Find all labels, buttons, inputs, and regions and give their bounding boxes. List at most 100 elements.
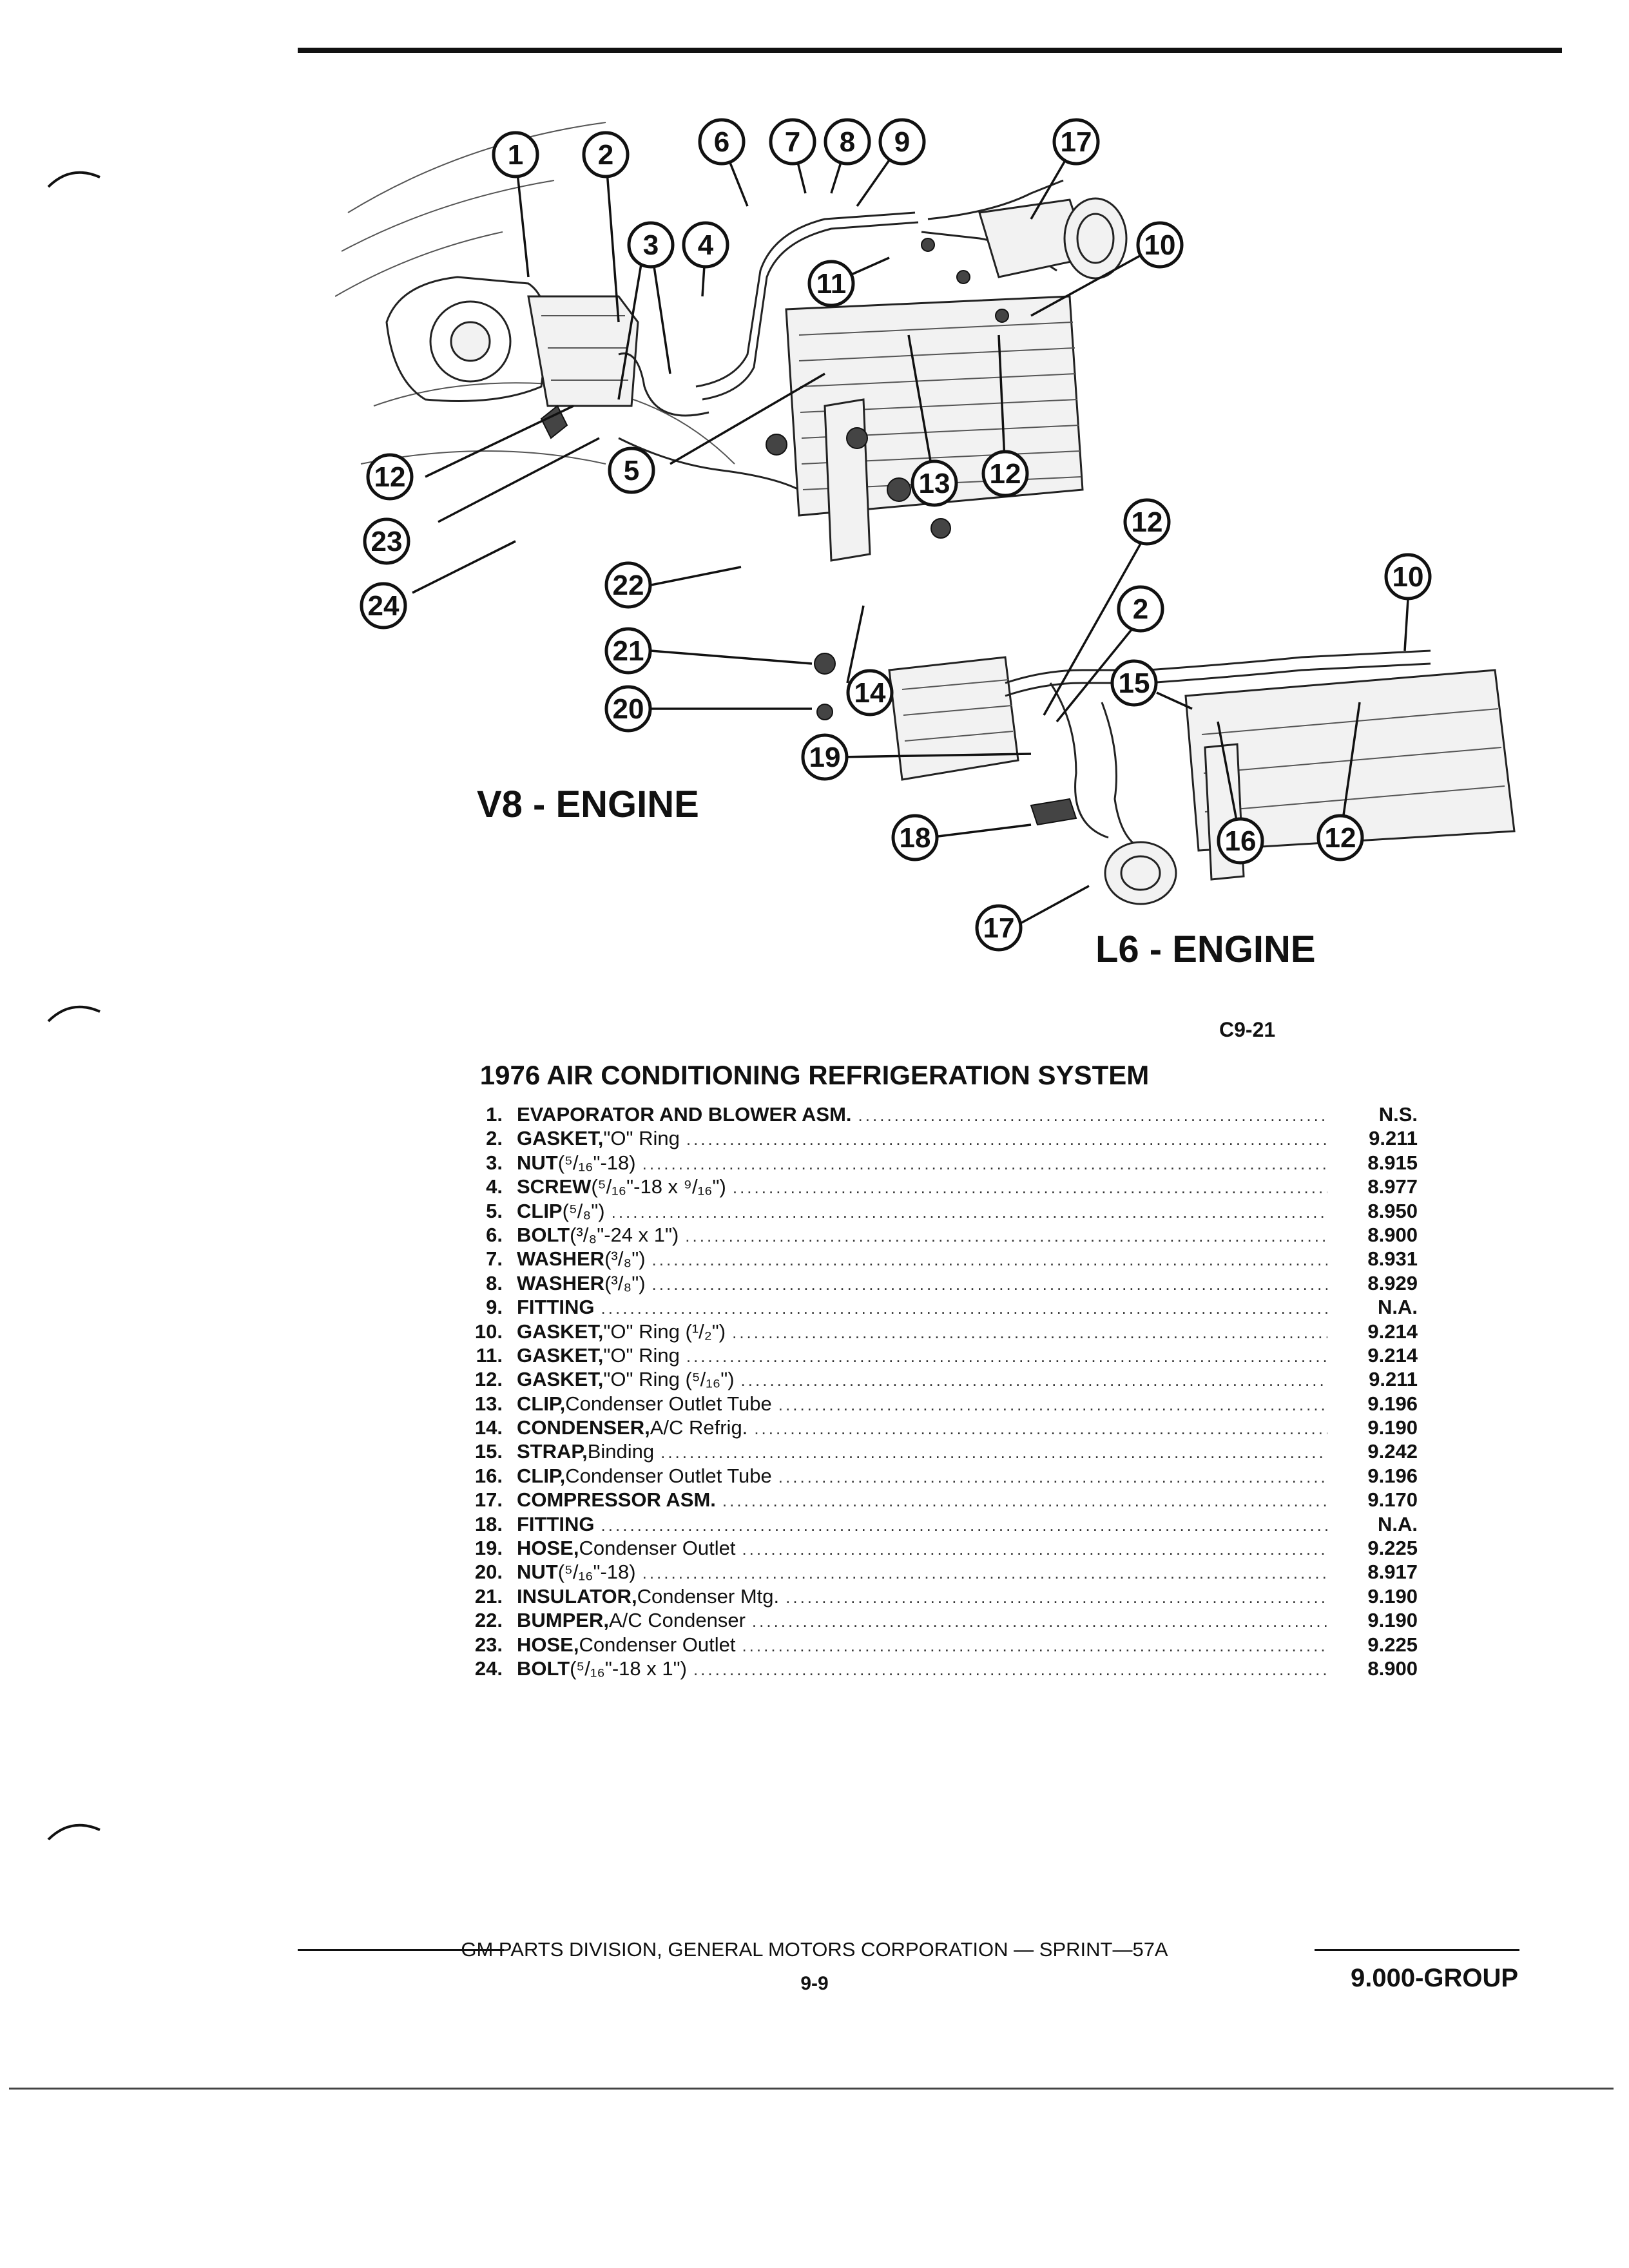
part-name: GASKET, bbox=[517, 1368, 604, 1391]
dot-leader: ........................................… bbox=[693, 1659, 1327, 1679]
callout-number: 3 bbox=[643, 229, 659, 261]
callout-13: 13 bbox=[911, 459, 958, 507]
part-number: 1. bbox=[486, 1103, 503, 1126]
callout-number: 7 bbox=[785, 126, 800, 158]
part-name: BOLT bbox=[517, 1223, 570, 1246]
parts-row: 19.HOSE, Condenser Outlet...............… bbox=[445, 1537, 1418, 1561]
part-detail: Condenser Outlet bbox=[579, 1633, 736, 1656]
parts-row: 21.INSULATOR, Condenser Mtg.............… bbox=[445, 1585, 1418, 1609]
part-number: 2. bbox=[486, 1127, 503, 1150]
callout-circle bbox=[1110, 659, 1158, 707]
callout-number: 12 bbox=[990, 458, 1021, 490]
callout-circle bbox=[698, 118, 746, 166]
group-number: 8.915 bbox=[1367, 1151, 1418, 1174]
callout-19: 19 bbox=[801, 733, 849, 781]
dot-leader: ........................................… bbox=[732, 1178, 1327, 1198]
footer-rule-left bbox=[298, 1949, 504, 1951]
part-number: 11. bbox=[476, 1343, 503, 1367]
callout-2: 2 bbox=[582, 131, 630, 178]
part-number: 16. bbox=[474, 1464, 503, 1487]
group-number: 9.225 bbox=[1367, 1537, 1418, 1560]
part-name: NUT bbox=[517, 1151, 558, 1174]
callout-circle bbox=[604, 685, 652, 733]
part-detail: "O" Ring (¹/₂") bbox=[603, 1320, 726, 1343]
callout-circle bbox=[682, 221, 729, 269]
callout-number: 9 bbox=[894, 126, 910, 158]
parts-row: 4.SCREW (⁵/₁₆"-18 x ⁹/₁₆")..............… bbox=[445, 1175, 1418, 1199]
part-name: CLIP, bbox=[517, 1464, 566, 1487]
parts-row: 18.FITTING..............................… bbox=[445, 1513, 1418, 1537]
callout-circle bbox=[824, 118, 871, 166]
v8-compressor bbox=[978, 197, 1128, 280]
parts-row: 20.NUT (⁵/₁₆"-18).......................… bbox=[445, 1561, 1418, 1584]
dot-leader: ........................................… bbox=[601, 1298, 1327, 1318]
dot-leader: ........................................… bbox=[742, 1635, 1327, 1655]
callout-circle bbox=[911, 459, 958, 507]
part-detail: (⁵/₁₆"-18 x 1") bbox=[570, 1657, 687, 1680]
parts-row: 13.CLIP, Condenser Outlet Tube..........… bbox=[445, 1392, 1418, 1416]
callout-7: 7 bbox=[769, 118, 816, 166]
callout-number: 17 bbox=[983, 912, 1015, 944]
l6-engine-label: L6 - ENGINE bbox=[1095, 928, 1316, 970]
callout-6: 6 bbox=[698, 118, 746, 166]
part-number: 24. bbox=[474, 1657, 503, 1680]
part-number: 5. bbox=[486, 1199, 503, 1222]
callout-number: 22 bbox=[613, 570, 644, 601]
dot-leader: ........................................… bbox=[778, 1394, 1327, 1414]
group-number: 8.900 bbox=[1367, 1223, 1418, 1246]
parts-row: 22.BUMPER, A/C Condenser................… bbox=[445, 1609, 1418, 1633]
group-number: 9.211 bbox=[1369, 1127, 1418, 1150]
part-name: HOSE, bbox=[517, 1537, 579, 1560]
dot-leader: ........................................… bbox=[611, 1202, 1327, 1222]
part-number: 21. bbox=[474, 1584, 503, 1608]
group-number: 8.929 bbox=[1367, 1271, 1418, 1294]
dot-leader: ........................................… bbox=[686, 1129, 1327, 1149]
parts-row: 17.COMPRESSOR ASM.......................… bbox=[445, 1488, 1418, 1512]
callout-11: 11 bbox=[807, 260, 855, 307]
group-number: 9.190 bbox=[1367, 1416, 1418, 1439]
callout-circle bbox=[981, 450, 1029, 497]
callout-10: 10 bbox=[1136, 221, 1184, 269]
callout-number: 2 bbox=[598, 139, 613, 171]
parts-row: 5.CLIP (⁵/₈")...........................… bbox=[445, 1200, 1418, 1224]
dot-leader: ........................................… bbox=[742, 1539, 1327, 1559]
parts-row: 7.WASHER (³/₈").........................… bbox=[445, 1247, 1418, 1271]
callout-number: 2 bbox=[1133, 593, 1148, 625]
callout-8: 8 bbox=[824, 118, 871, 166]
part-name: INSULATOR, bbox=[517, 1584, 637, 1608]
dot-leader: ........................................… bbox=[642, 1153, 1327, 1173]
callout-circle bbox=[1217, 817, 1264, 865]
callout-circle bbox=[1316, 814, 1364, 861]
callout-circle bbox=[975, 904, 1023, 952]
part-detail: "O" Ring bbox=[603, 1343, 680, 1367]
parts-row: 1.EVAPORATOR AND BLOWER ASM.............… bbox=[445, 1103, 1418, 1127]
group-number: 8.931 bbox=[1367, 1247, 1418, 1271]
callout-14: 14 bbox=[846, 669, 894, 716]
part-name: NUT bbox=[517, 1561, 558, 1584]
callout-12: 12 bbox=[366, 453, 414, 501]
callout-circle bbox=[1123, 498, 1171, 546]
group-number: 9.196 bbox=[1367, 1464, 1418, 1487]
part-detail: (³/₈") bbox=[604, 1247, 646, 1271]
part-detail: Condenser Mtg. bbox=[637, 1584, 780, 1608]
callout-17: 17 bbox=[1052, 118, 1100, 166]
group-number: 9.211 bbox=[1369, 1368, 1418, 1391]
callout-circle bbox=[1117, 585, 1164, 633]
dot-leader: ........................................… bbox=[685, 1225, 1327, 1245]
callout-24: 24 bbox=[360, 582, 407, 629]
group-label: 9.000-GROUP bbox=[1351, 1964, 1519, 1992]
parts-row: 11.GASKET, "O" Ring.....................… bbox=[445, 1344, 1418, 1368]
part-name: STRAP, bbox=[517, 1440, 588, 1463]
callout-number: 10 bbox=[1393, 561, 1424, 593]
part-number: 3. bbox=[486, 1151, 503, 1174]
group-number: 9.225 bbox=[1367, 1633, 1418, 1656]
group-number: N.A. bbox=[1378, 1296, 1418, 1319]
part-number: 15. bbox=[474, 1440, 503, 1463]
part-name: GASKET, bbox=[517, 1127, 604, 1150]
figure-code: C9-21 bbox=[1219, 1018, 1276, 1041]
part-detail: Binding bbox=[587, 1440, 655, 1463]
part-number: 6. bbox=[486, 1223, 503, 1246]
part-name: BUMPER, bbox=[517, 1609, 609, 1632]
